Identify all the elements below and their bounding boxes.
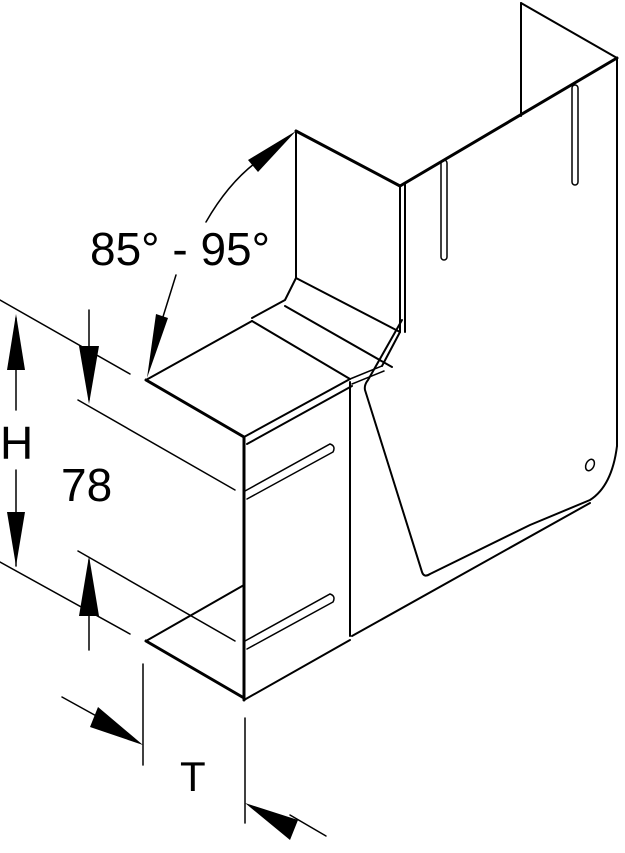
inner-arrow-down bbox=[79, 346, 99, 404]
h-arrow-up bbox=[7, 314, 25, 370]
depth-symbol-label: T bbox=[180, 753, 206, 800]
rear-upright-channel bbox=[351, 2, 619, 637]
height-value-label: 78 bbox=[61, 459, 113, 511]
angle-arrowhead-bottom bbox=[147, 314, 168, 378]
angle-range-label: 85° - 95° bbox=[90, 223, 271, 275]
h-arrow-down bbox=[7, 512, 25, 566]
t-arrow-right bbox=[90, 707, 143, 745]
front-channel-box bbox=[144, 320, 385, 702]
angle-dimension bbox=[147, 131, 296, 378]
height-dimension bbox=[0, 299, 236, 651]
t-arrow-left bbox=[245, 803, 298, 840]
bend-back-panel bbox=[251, 129, 402, 368]
height-symbol-label: H bbox=[0, 417, 34, 469]
angle-arrowhead-top bbox=[248, 131, 296, 172]
depth-dimension bbox=[61, 663, 327, 840]
inner-arrow-up bbox=[79, 556, 99, 616]
